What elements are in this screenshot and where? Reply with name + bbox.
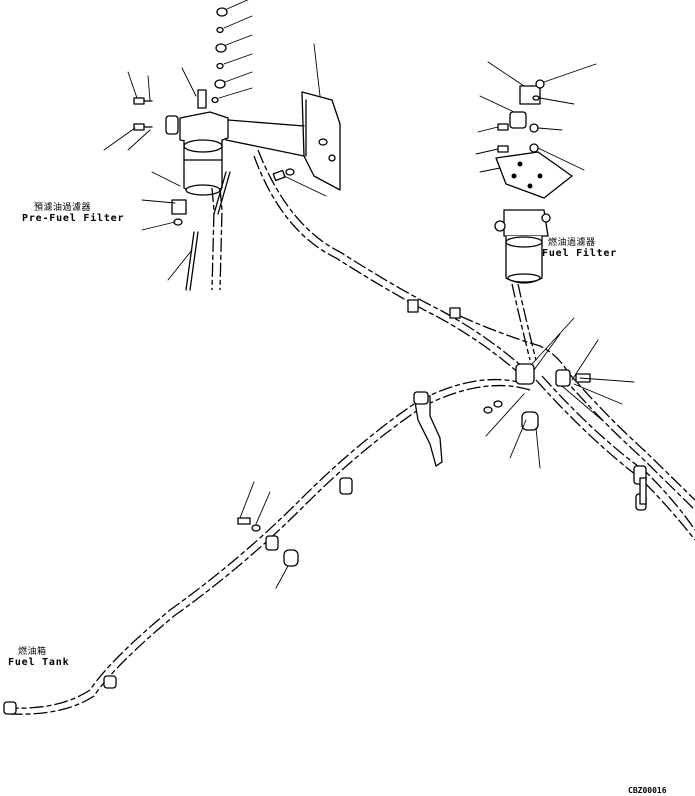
mounting-bracket [225,43,341,197]
stacked-fittings [211,7,228,104]
bolt-group [133,97,153,131]
pre-fuel-filter-assembly [103,0,253,291]
right-clamps [633,465,647,511]
pre-fuel-filter-label-en: Pre-Fuel Filter [22,213,125,224]
hose-clamp-bracket [413,391,443,467]
fuel-filter-label-cn: 燃油過濾器 [548,238,596,248]
fuel-tank-label-cn: 燃油箱 [18,647,47,657]
drawing-code: CBZ00016 [628,786,667,795]
fuel-filter-assembly [475,61,597,284]
pre-fuel-filter-label-cn: 預濾油過濾器 [34,203,92,213]
fuel-tank-label-en: Fuel Tank [8,657,70,668]
junction-fittings [407,299,635,469]
fuel-filter-label-en: Fuel Filter [542,248,618,259]
lower-clamps [3,477,353,715]
